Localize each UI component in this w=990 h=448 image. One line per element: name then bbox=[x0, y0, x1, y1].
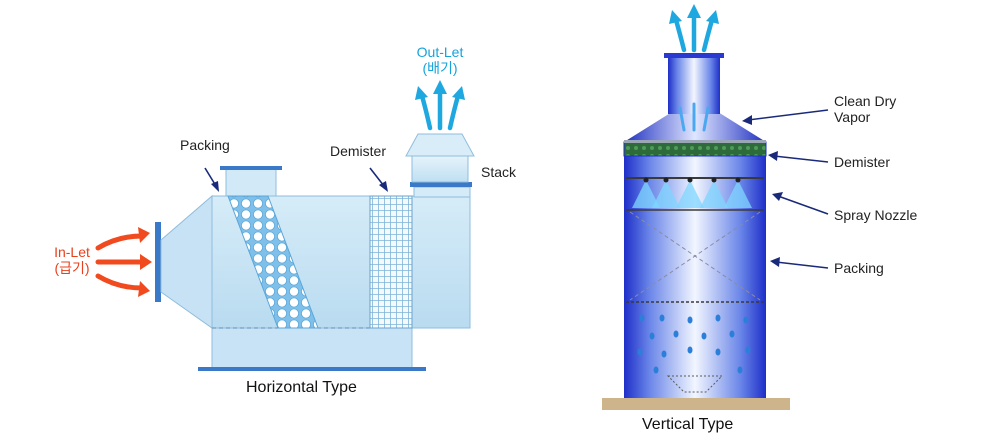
outlet-label: Out-Let (배기) bbox=[408, 44, 472, 76]
clean-dry-vapor-line2: Vapor bbox=[834, 109, 871, 125]
inlet-label-line1: In-Let bbox=[54, 244, 90, 260]
vertical-demister-label: Demister bbox=[834, 154, 891, 170]
clean-dry-vapor-line1: Clean Dry bbox=[834, 93, 897, 109]
outlet-label-line2: (배기) bbox=[422, 60, 458, 76]
outlet-body bbox=[411, 195, 471, 329]
vertical-pointers bbox=[742, 109, 829, 269]
ground bbox=[602, 398, 790, 410]
vertical-scrubber bbox=[602, 4, 829, 410]
stack bbox=[413, 186, 471, 198]
horizontal-packing bbox=[227, 195, 319, 329]
inlet-transition bbox=[160, 194, 213, 329]
vertical-packing-label: Packing bbox=[834, 260, 884, 276]
stack-cap bbox=[405, 133, 475, 157]
spray-nozzle-label: Spray Nozzle bbox=[834, 207, 918, 223]
horizontal-pointers bbox=[204, 167, 388, 192]
top-nozzle bbox=[225, 167, 277, 197]
inlet-flange bbox=[155, 222, 161, 302]
horizontal-packing-label: Packing bbox=[180, 137, 230, 153]
outlet-arrows bbox=[419, 89, 461, 131]
vertical-caption: Vertical Type bbox=[642, 416, 734, 433]
clean-dry-vapor-label: Clean Dry Vapor bbox=[834, 93, 896, 125]
horizontal-demister bbox=[369, 195, 413, 329]
vertical-demister bbox=[623, 141, 767, 157]
vertical-outlet-arrows bbox=[673, 13, 715, 53]
sump bbox=[211, 327, 413, 369]
inlet-label-line2: (급기) bbox=[54, 260, 90, 276]
horizontal-caption: Horizontal Type bbox=[246, 379, 357, 396]
base-plate bbox=[198, 367, 426, 371]
outlet-label-line1: Out-Let bbox=[416, 44, 464, 60]
vapor-arrows bbox=[678, 102, 710, 132]
vertical-sump bbox=[666, 375, 724, 393]
spray-nozzles bbox=[632, 177, 752, 208]
horizontal-scrubber bbox=[95, 80, 475, 371]
inlet-arrows bbox=[95, 233, 145, 291]
horizontal-demister-label: Demister bbox=[330, 143, 387, 159]
water-droplets bbox=[637, 314, 751, 374]
vertical-packing bbox=[629, 211, 761, 301]
stack-label: Stack bbox=[481, 164, 517, 180]
inlet-label: In-Let (급기) bbox=[48, 244, 96, 276]
